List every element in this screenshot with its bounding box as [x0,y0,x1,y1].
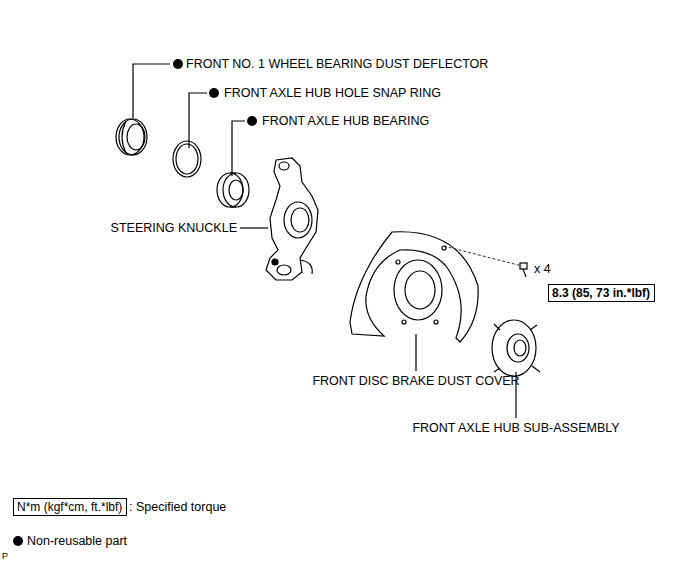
part-name: FRONT DISC BRAKE DUST COVER [312,374,519,389]
hub-bearing [217,173,249,207]
figure-code: P [2,549,8,564]
non-reusable-dot [247,116,257,126]
dust-deflector [116,119,147,155]
non-reusable-dot [209,88,219,98]
part-name: FRONT NO. 1 WHEEL BEARING DUST DEFLECTOR [186,57,488,72]
bolt-symbol [520,263,527,277]
legend-text: : Specified torque [129,500,226,515]
part-name: STEERING KNUCKLE [111,221,237,236]
non-reusable-dot [13,536,23,546]
torque-legend-box: N*m (kgf*cm, ft.*lbf) [13,498,127,516]
leader-line [133,64,170,118]
quantity-note: x 4 [534,262,551,277]
non-reusable-dot [173,59,183,69]
steering-knuckle [266,158,318,280]
leader-line [189,93,207,148]
box-text: N*m (kgf*cm, ft.*lbf) [17,500,123,514]
snap-ring [173,141,201,177]
part-name: FRONT AXLE HUB HOLE SNAP RING [224,86,441,101]
dust-cover-shield [350,232,478,342]
part-name: FRONT AXLE HUB SUB-ASSEMBLY [412,421,619,436]
legend-text: Non-reusable part [27,534,127,549]
axle-hub [492,320,540,376]
box-text: 8.3 (85, 73 in.*lbf) [552,286,651,300]
part-name: FRONT AXLE HUB BEARING [262,114,429,129]
torque-box: 8.3 (85, 73 in.*lbf) [548,284,655,302]
leader-line [415,334,416,371]
leader-line [232,121,245,176]
leader-line [240,227,268,228]
